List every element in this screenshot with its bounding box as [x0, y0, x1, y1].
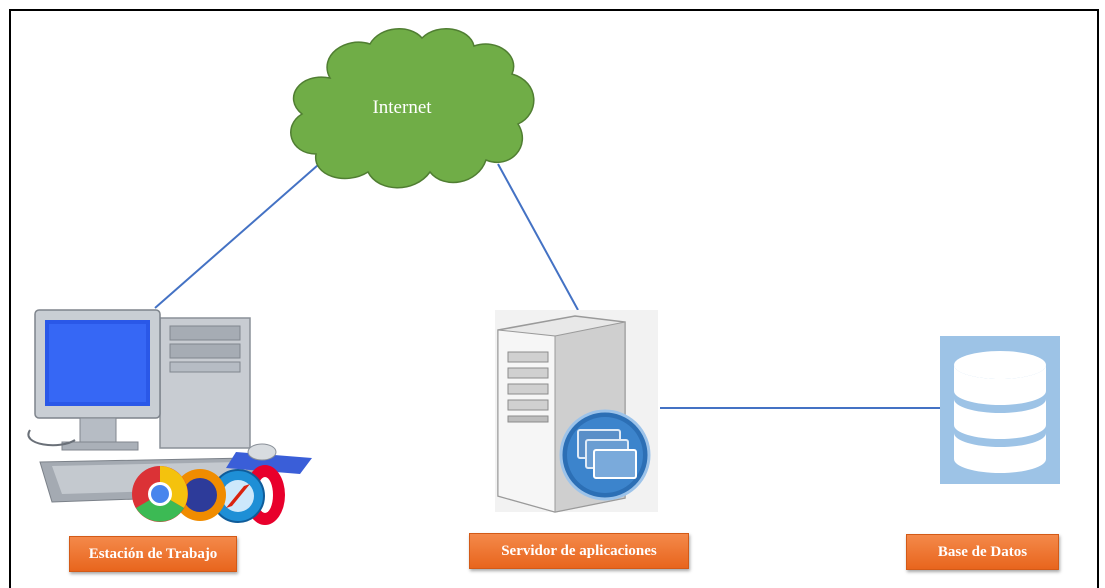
diagram-frame — [9, 9, 1099, 588]
internet-cloud-icon — [290, 28, 535, 189]
internet-label: Internet — [372, 97, 432, 118]
workstation-label: Estación de Trabajo — [69, 536, 237, 572]
database-icon — [940, 336, 1060, 484]
connector-internet-server — [497, 163, 579, 311]
web-browsers-icon — [132, 465, 285, 525]
connector-workstation-internet — [154, 164, 319, 309]
application-windows-icon — [559, 409, 651, 501]
database-label: Base de Datos — [906, 534, 1059, 570]
desktop-computer-icon — [27, 309, 312, 503]
app-server-label: Servidor de aplicaciones — [469, 533, 689, 569]
